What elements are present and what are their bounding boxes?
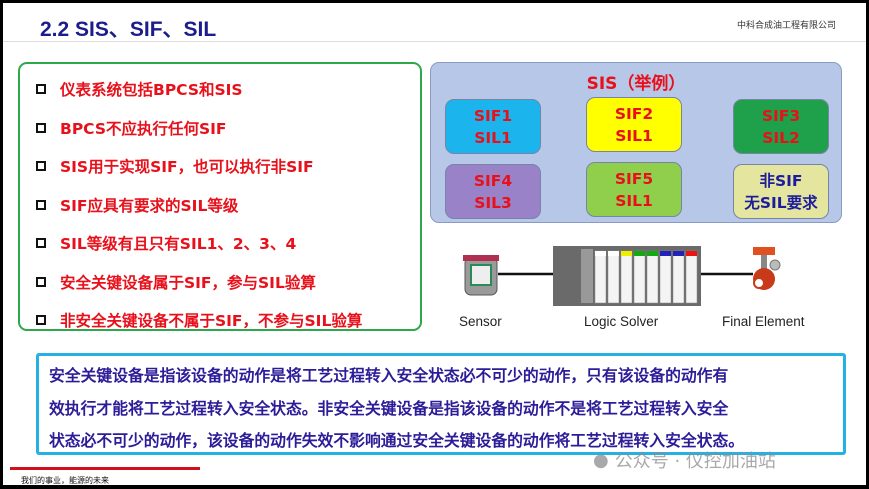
sis-loop-diagram [463,246,781,306]
final-element-label: Final Element [722,314,805,329]
slide: 2.2 SIS、SIF、SIL 中科合成油工程有限公司 仪表系统包括BPCS和S… [3,3,866,485]
definition-line: 安全关键设备是指该设备的动作是将工艺过程转入安全状态必不可少的动作，只有该设备的… [49,366,729,385]
list-item: BPCS不应执行任何SIF [36,109,420,148]
list-item: SIF应具有要求的SIL等级 [36,186,420,225]
footer-slogan: 我们的事业，能源的未来 [21,476,109,485]
header-divider [3,41,866,42]
square-bullet-icon [36,199,46,210]
list-item: 安全关键设备属于SIF，参与SIL验算 [36,263,420,302]
slide-title: 2.2 SIS、SIF、SIL [40,18,217,41]
wechat-icon: ● [593,449,609,471]
panel-title: SIS（举例） [586,74,686,94]
logic-solver-label: Logic Solver [584,314,659,329]
square-bullet-icon [36,276,46,287]
footer-divider [10,467,200,470]
list-item: 仪表系统包括BPCS和SIS [36,70,420,109]
definition-line: 效执行才能将工艺过程转入安全状态。非安全关键设备是指该设备的动作不是将工艺过程转… [49,398,729,418]
watermark: ●公众号 · 仪控加油站 [593,449,776,473]
final-element-valve-icon [753,247,781,290]
list-item: SIS用于实现SIF，也可以执行非SIF [36,147,420,186]
sensor-icon [463,255,499,296]
square-bullet-icon [36,84,46,95]
definition-box: 安全关键设备是指该设备的动作是将工艺过程转入安全状态必不可少的动作，只有该设备的… [36,353,846,455]
key-points-box: 仪表系统包括BPCS和SIS BPCS不应执行任何SIF SIS用于实现SIF，… [18,62,422,331]
sensor-label: Sensor [459,314,502,329]
list-item: 非安全关键设备不属于SIF，不参与SIL验算 [36,301,420,340]
square-bullet-icon [36,122,46,133]
square-bullet-icon [36,161,46,172]
list-item: SIL等级有且只有SIL1、2、3、4 [36,224,420,263]
square-bullet-icon [36,315,46,326]
square-bullet-icon [36,238,46,249]
definition-line: 状态必不可少的动作，该设备的动作失效不影响通过安全关键设备的动作将工艺过程转入安… [49,431,745,450]
logic-solver-icon [553,246,701,306]
company-name: 中科合成油工程有限公司 [736,21,836,31]
